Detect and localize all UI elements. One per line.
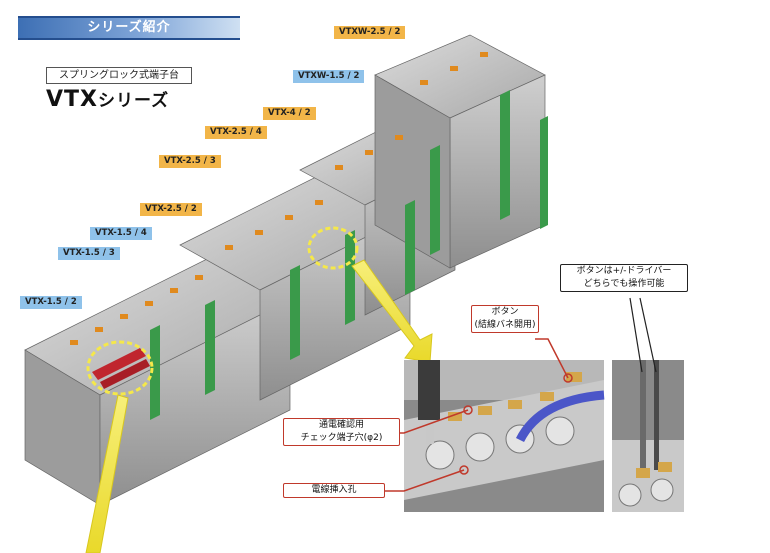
callout-driver-line2: どちらでも操作可能 [583, 279, 665, 289]
product-series-title: VTXシリーズ [46, 86, 169, 112]
series-label-vtxw-2-5-2: VTXW-2.5 / 2 [334, 26, 406, 39]
release-buttons [70, 52, 488, 345]
callout-driver-line1: ボタンは+/-ドライバー [576, 266, 672, 276]
product-subtitle: スプリングロック式端子台 [46, 67, 192, 84]
terminal-group-vtx-1-5 [24, 254, 291, 506]
detail-photo-screwdriver [612, 360, 684, 512]
yellow-arrow-down [85, 394, 129, 553]
series-label-vtx-2-5-3: VTX-2.5 / 3 [159, 155, 221, 168]
callout-check-hole: 通電確認用 チェック端子穴(φ2) [283, 418, 400, 446]
red-wires [92, 348, 150, 389]
series-label-vtx-1-5-2: VTX-1.5 / 2 [20, 296, 82, 309]
highlight-circle-button [307, 226, 359, 270]
highlight-circle-wires [86, 340, 154, 396]
green-end-plates [150, 90, 548, 420]
callout-check-line1: 通電確認用 [318, 420, 364, 430]
yellow-arrow-to-detail [351, 259, 433, 363]
callout-driver: ボタンは+/-ドライバー どちらでも操作可能 [560, 264, 688, 292]
detail-photo-wiring [404, 360, 605, 512]
callout-marker-wirehole [459, 465, 469, 475]
series-label-vtx-1-5-4: VTX-1.5 / 4 [90, 227, 152, 240]
callout-lines-black [629, 297, 657, 373]
series-label-vtx-1-5-3: VTX-1.5 / 3 [58, 247, 120, 260]
callout-button: ボタン (結線バネ開用) [471, 305, 539, 333]
section-header-title: シリーズ紹介 [87, 20, 171, 35]
terminal-group-vtxw [374, 34, 546, 269]
product-name-jp: シリーズ [98, 91, 170, 111]
section-header-bar: シリーズ紹介 [18, 16, 240, 40]
callout-check-line2: チェック端子穴(φ2) [300, 433, 383, 443]
callout-marker-check [463, 405, 473, 415]
series-label-vtxw-1-5-2: VTXW-1.5 / 2 [293, 70, 365, 83]
series-label-vtx-2-5-4: VTX-2.5 / 4 [205, 126, 267, 139]
product-name-latin: VTX [46, 87, 98, 112]
series-label-vtx-4-2: VTX-4 / 2 [263, 107, 316, 120]
callout-button-line1: ボタン [491, 307, 519, 317]
callout-wire-hole: 電線挿入孔 [283, 483, 385, 498]
callout-button-line2: (結線バネ開用) [474, 320, 536, 330]
series-label-vtx-2-5-2: VTX-2.5 / 2 [140, 203, 202, 216]
callout-lines-red [384, 338, 569, 492]
callout-marker-button [563, 373, 573, 383]
